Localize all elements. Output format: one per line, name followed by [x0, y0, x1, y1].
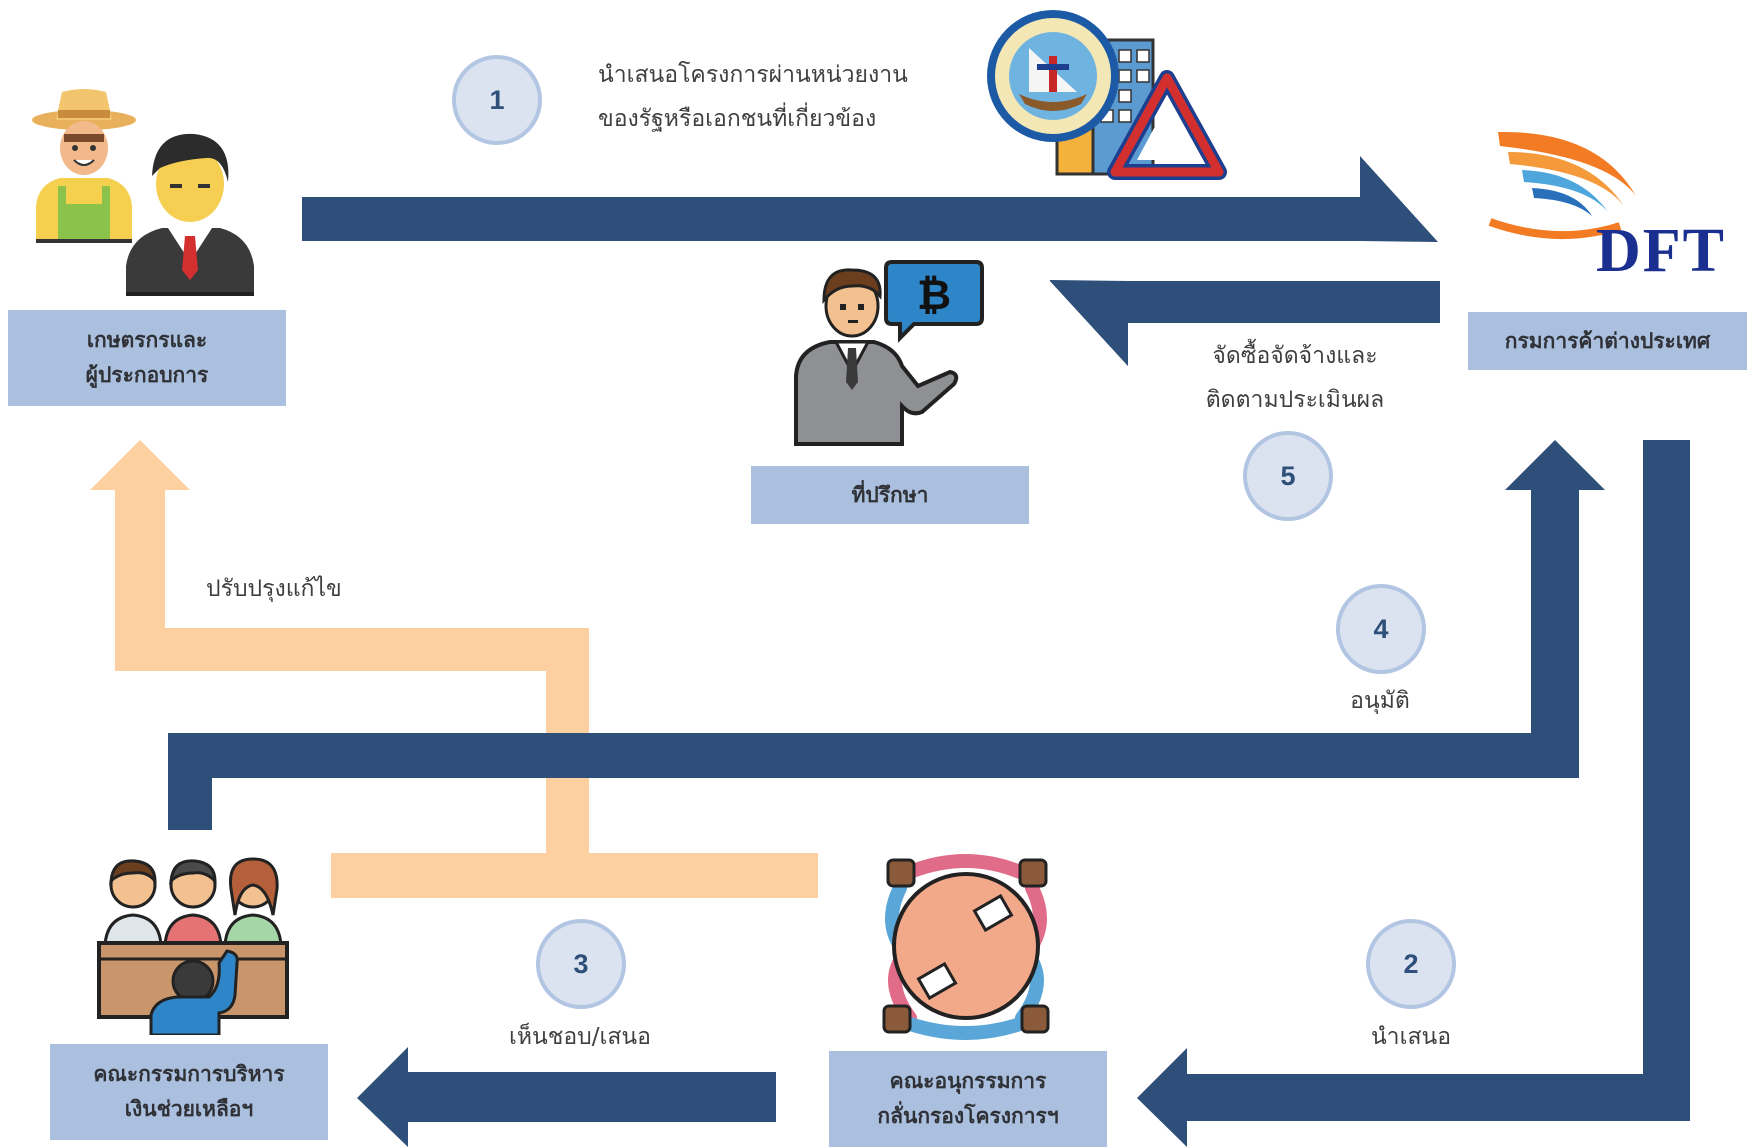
dft-label: กรมการค้าต่างประเทศ — [1468, 312, 1747, 370]
committee-meeting-icon — [97, 857, 289, 1035]
step-5-number: 5 — [1280, 460, 1296, 491]
step-2-caption: นำเสนอ — [1331, 1016, 1491, 1060]
step-2-number: 2 — [1403, 948, 1419, 979]
farmers-label-line2: ผู้ประกอบการ — [85, 363, 209, 387]
step-4-circle: 4 — [1336, 584, 1426, 674]
step-4-number: 4 — [1373, 613, 1389, 644]
dft-logo-icon: DFT — [1488, 126, 1728, 286]
board-label: คณะกรรมการบริหาร เงินช่วยเหลือฯ — [50, 1044, 328, 1140]
step-2-circle: 2 — [1366, 919, 1456, 1009]
step-3-circle: 3 — [536, 919, 626, 1009]
subcommittee-label-line1: คณะอนุกรรมการ — [889, 1069, 1047, 1094]
svg-text:₿: ₿ — [917, 270, 951, 319]
dft-label-text: กรมการค้าต่างประเทศ — [1504, 328, 1711, 353]
step-5-caption: จัดซื้อจัดจ้างและ ติดตามประเมินผล — [1180, 335, 1410, 422]
arrow-step-1 — [302, 156, 1438, 242]
board-label-line1: คณะกรรมการบริหาร — [93, 1062, 285, 1087]
subcommittee-label: คณะอนุกรรมการ กลั่นกรองโครงการฯ — [829, 1051, 1107, 1147]
step-1-caption: นำเสนอโครงการผ่านหน่วยงาน ของรัฐหรือเอกช… — [598, 54, 908, 141]
step-1-caption-line2: ของรัฐหรือเอกชนที่เกี่ยวข้อง — [598, 105, 877, 132]
step-2-caption-text: นำเสนอ — [1370, 1024, 1452, 1050]
step-4-caption: อนุมัติ — [1300, 680, 1460, 724]
step-3-caption-text: เห็นชอบ/เสนอ — [509, 1024, 651, 1050]
consultant-label: ที่ปรึกษา — [751, 466, 1029, 524]
arrow-step-3 — [357, 1047, 776, 1147]
roundtable-icon — [882, 854, 1050, 1040]
step-4-caption-text: อนุมัติ — [1350, 688, 1410, 714]
subcommittee-label-line2: กลั่นกรองโครงการฯ — [877, 1104, 1059, 1128]
revise-caption-text: ปรับปรุงแก้ไข — [206, 576, 342, 602]
consultant-bitcoin-icon: ₿ — [794, 260, 984, 446]
trade-organizations-logo-icon — [987, 10, 1227, 180]
dft-logo-text: DFT — [1596, 217, 1726, 285]
step-5-circle: 5 — [1243, 431, 1333, 521]
arrow-step-4 — [168, 440, 1605, 830]
revise-caption: ปรับปรุงแก้ไข — [206, 568, 342, 612]
step-1-number: 1 — [489, 84, 505, 115]
farmers-label: เกษตรกรและ ผู้ประกอบการ — [8, 310, 286, 406]
step-3-number: 3 — [573, 948, 589, 979]
step-1-caption-line1: นำเสนอโครงการผ่านหน่วยงาน — [598, 62, 908, 88]
consultant-label-text: ที่ปรึกษา — [851, 482, 929, 507]
farmers-label-line1: เกษตรกรและ — [86, 328, 208, 353]
step-3-caption: เห็นชอบ/เสนอ — [480, 1016, 680, 1060]
farmer-businessman-icon — [32, 89, 254, 296]
step-5-caption-line1: จัดซื้อจัดจ้างและ — [1212, 343, 1378, 369]
revise-arrow — [90, 440, 818, 898]
board-label-line2: เงินช่วยเหลือฯ — [124, 1097, 254, 1121]
step-5-caption-line2: ติดตามประเมินผล — [1205, 386, 1385, 413]
step-1-circle: 1 — [452, 55, 542, 145]
arrow-step-2 — [1137, 440, 1690, 1147]
